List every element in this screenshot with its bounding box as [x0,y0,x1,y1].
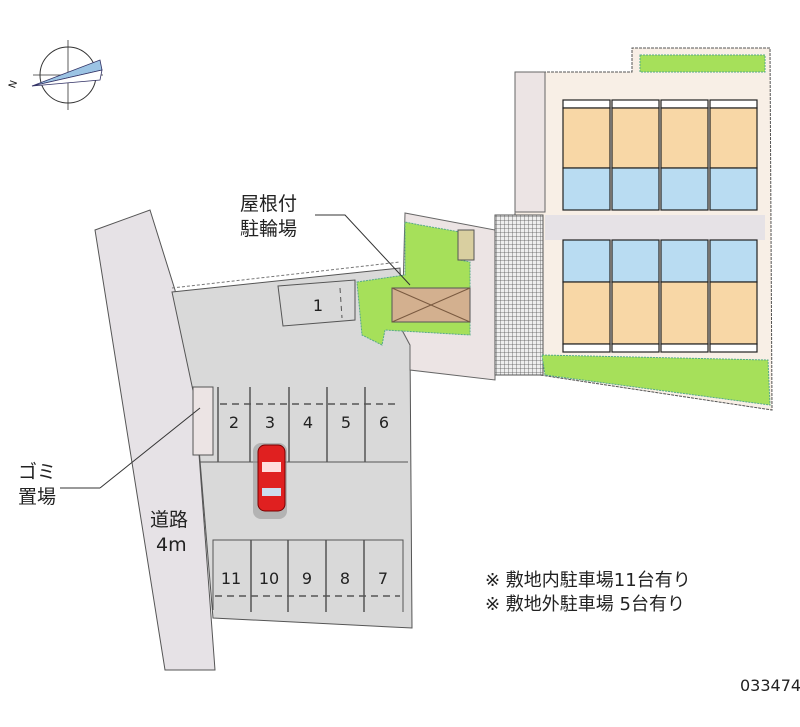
unit-room [562,107,611,169]
garbage-area [192,386,214,456]
space-number: 2 [229,413,239,432]
greenery [541,354,771,406]
unit-room [611,343,660,353]
unit-room [611,107,660,169]
label-line: 置場 [18,486,57,508]
space-number: 4 [303,413,313,432]
unit-room [709,107,758,169]
label-line: 屋根付 [240,193,298,215]
unit-room [611,281,660,345]
unit-room [709,281,758,345]
unit-room [562,239,611,283]
unit-room [660,239,709,283]
stairs [494,214,544,376]
greenery [356,221,471,346]
property-code: 033474 [740,676,800,695]
unit-room [562,281,611,345]
unit-room [660,281,709,345]
label-line: 4m [156,534,187,556]
bike-shelter-label: 屋根付 駐輪場 [240,192,297,242]
unit-room [562,343,611,353]
label-line: 道路 [150,509,189,531]
unit-room [611,167,660,211]
space-number: 11 [221,569,241,588]
space-number: 6 [379,413,389,432]
unit-room [660,343,709,353]
unit-room [660,107,709,169]
unit-room [660,167,709,211]
space-number: 7 [378,569,388,588]
unit-room [709,99,758,109]
unit-room [562,99,611,109]
unit-room [611,239,660,283]
unit-room [562,167,611,211]
unit-room [709,343,758,353]
parking-space-numbers: 1 2 3 4 5 6 11 10 9 8 7 [221,296,389,588]
apartment-units [562,99,758,353]
unit-room [611,99,660,109]
space-number: 9 [302,569,312,588]
road-label: 道路 4m [150,508,188,558]
compass-icon [31,40,103,110]
space-number: 10 [259,569,279,588]
garbage-label: ゴミ 置場 [18,460,56,510]
space-number: 8 [340,569,350,588]
car-icon [253,443,287,519]
parking-space-1 [277,279,356,327]
unit-room [709,239,758,283]
label-line: ゴミ [18,461,57,483]
label-line: 駐輪場 [240,218,298,240]
note-onsite-parking: ※ 敷地内駐車場11台有り [485,570,691,591]
unit-room [709,167,758,211]
space-number: 5 [341,413,351,432]
note-offsite-parking: ※ 敷地外駐車場 5台有り [485,594,685,615]
unit-room [660,99,709,109]
space-number: 1 [313,296,323,315]
bike-shelter [391,287,471,323]
space-number: 3 [265,413,275,432]
